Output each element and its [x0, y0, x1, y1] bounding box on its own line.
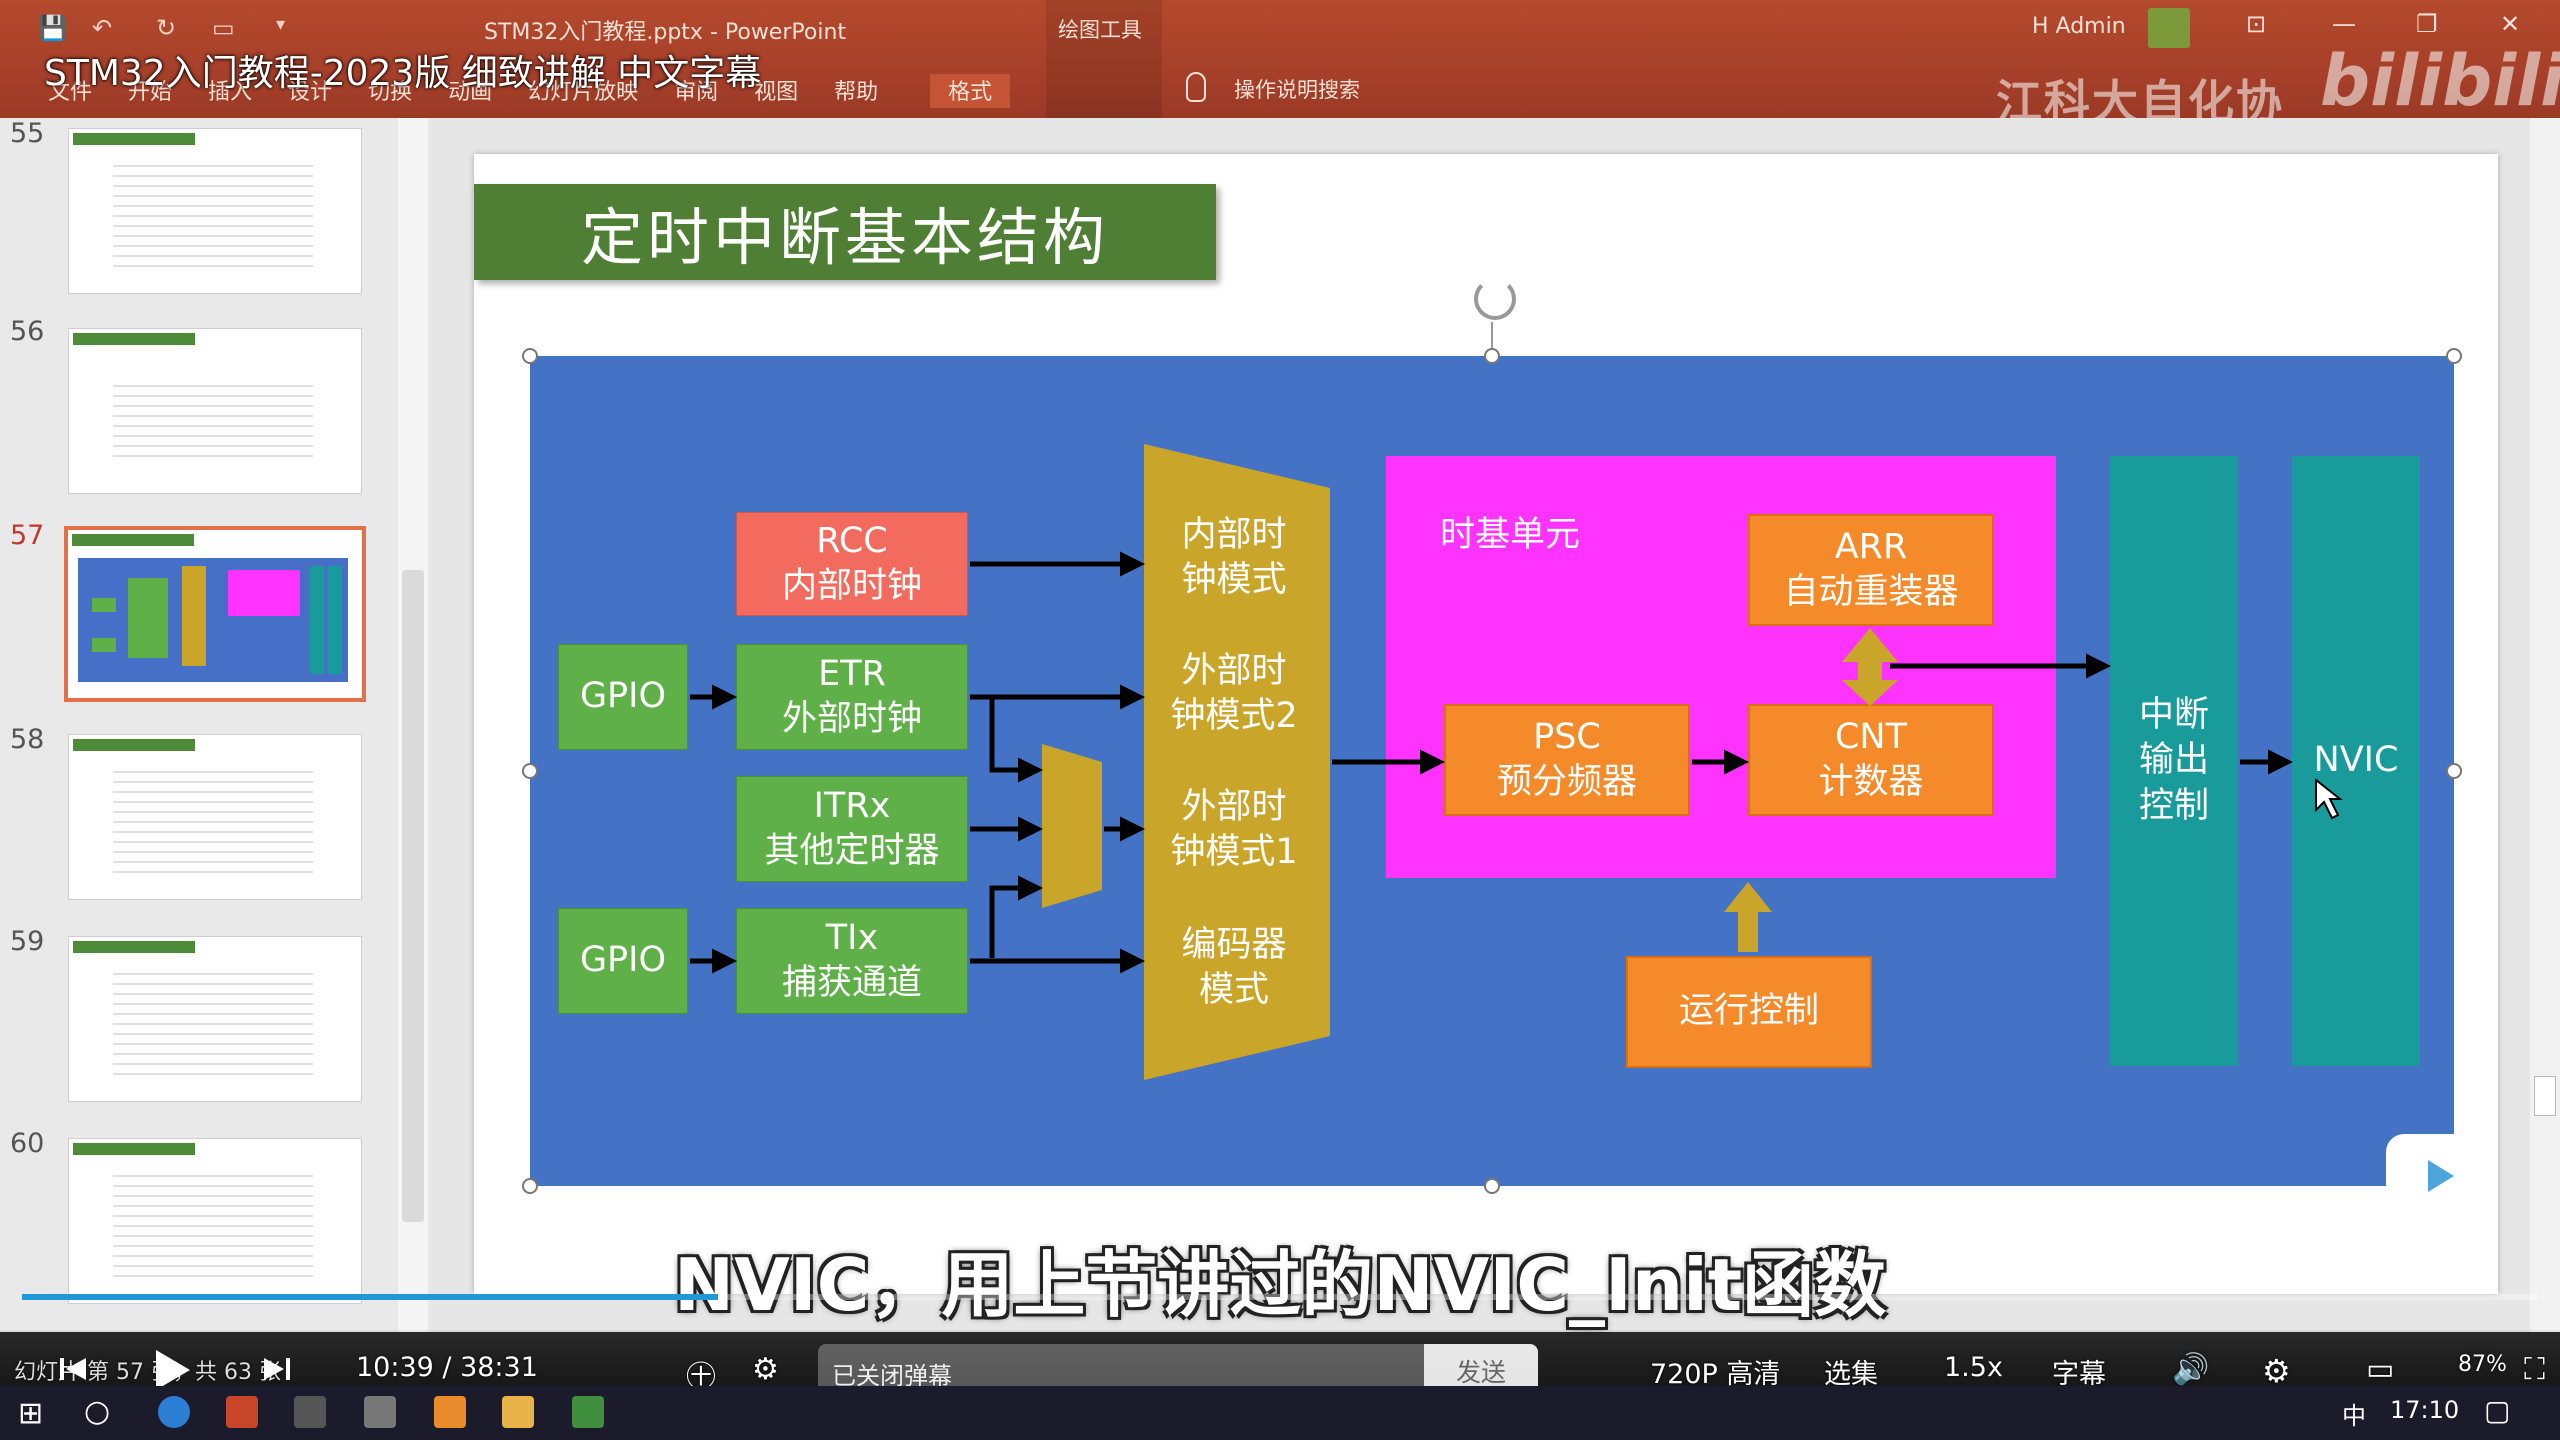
gpio-block-1: GPIO	[558, 644, 688, 750]
bilibili-tv-icon[interactable]	[2386, 1134, 2488, 1218]
file-explorer-icon[interactable]	[502, 1396, 534, 1428]
photos-app-icon[interactable]	[364, 1396, 396, 1428]
internal-clock-mode-label: 内部时 钟模式	[1144, 508, 1324, 608]
ribbon-display-icon[interactable]: ⊡	[2246, 10, 2266, 38]
next-icon[interactable]	[262, 1354, 292, 1384]
edge-browser-icon[interactable]	[158, 1396, 190, 1428]
slide-thumbnail[interactable]	[68, 734, 362, 900]
slide-title[interactable]: 定时中断基本结构	[474, 184, 1216, 280]
keil-ide-icon[interactable]	[572, 1396, 604, 1428]
thumbnail-scrollbar[interactable]	[398, 118, 428, 1332]
encoder-mode-label: 编码器 模式	[1144, 918, 1324, 1018]
camera-app-icon[interactable]	[294, 1396, 326, 1428]
drawing-tools-context: 绘图工具	[1046, 0, 1162, 118]
nvic-block: NVIC	[2292, 456, 2420, 1066]
thumb-number: 55	[10, 118, 44, 149]
input-method-indicator[interactable]: 中	[2342, 1396, 2366, 1431]
slide-status: 幻灯片 第 57 张，共 63 张	[14, 1354, 281, 1386]
cnt-counter-block: CNT 计数器	[1748, 704, 1994, 816]
gear-icon[interactable]: ⚙	[2262, 1352, 2291, 1390]
redo-icon[interactable]: ↻	[156, 14, 176, 42]
resize-handle[interactable]	[522, 763, 538, 779]
playback-time: 10:39 / 38:31	[356, 1352, 538, 1383]
tab-format[interactable]: 格式	[930, 74, 1010, 108]
restore-icon[interactable]: ❐	[2416, 10, 2438, 38]
taskbar-clock[interactable]: 17:10	[2390, 1396, 2459, 1424]
minimize-icon[interactable]: —	[2332, 10, 2356, 38]
itrx-other-timer-block: ITRx 其他定时器	[736, 776, 968, 882]
fullscreen-icon[interactable]: ⛶	[2524, 1352, 2545, 1387]
video-title: STM32入门教程-2023版 细致讲解 中文字幕	[44, 44, 761, 96]
rcc-internal-clock-block: RCC 内部时钟	[736, 512, 968, 616]
drawing-tools-label: 绘图工具	[1058, 14, 1142, 44]
resize-handle[interactable]	[2446, 763, 2462, 779]
resize-handle[interactable]	[2446, 348, 2462, 364]
avatar[interactable]	[2148, 8, 2190, 48]
slide-scrollbar[interactable]	[2530, 118, 2560, 1332]
thumb-number: 60	[10, 1128, 44, 1159]
interrupt-output-control-block: 中断 输出 控制	[2110, 456, 2238, 1066]
resize-handle[interactable]	[522, 348, 538, 364]
save-icon[interactable]: 💾	[38, 14, 68, 42]
etr-external-clock-block: ETR 外部时钟	[736, 644, 968, 750]
video-subtitle: NVIC，用上节讲过的NVIC_Init函数	[0, 1226, 2560, 1331]
present-icon[interactable]: ▭	[212, 14, 235, 42]
slide-thumbnail-active[interactable]	[64, 526, 366, 702]
run-control-block: 运行控制	[1626, 956, 1872, 1068]
powerpoint-icon[interactable]	[226, 1396, 258, 1428]
bilibili-logo: bilibili	[2320, 40, 2560, 122]
zoom-level: 87%	[2458, 1352, 2507, 1377]
speed-selector[interactable]: 1.5x	[1944, 1352, 2003, 1383]
tab-help[interactable]: 帮助	[816, 74, 896, 108]
rotate-handle-icon[interactable]	[1474, 278, 1516, 320]
slide-thumbnail[interactable]	[68, 328, 362, 494]
slide-thumbnail-pane: 55 56 57 58 59 60	[0, 118, 430, 1332]
slide-thumbnail[interactable]	[68, 128, 362, 294]
resize-handle[interactable]	[522, 1178, 538, 1194]
danmaku-settings-icon[interactable]: ⚙	[752, 1352, 779, 1387]
play-icon[interactable]	[156, 1350, 190, 1390]
external-clock-mode1-label: 外部时 钟模式1	[1144, 780, 1324, 880]
search-icon[interactable]: ○	[84, 1394, 110, 1429]
tell-me-search[interactable]: 操作说明搜索	[1234, 74, 1360, 104]
user-name[interactable]: H Admin	[2032, 14, 2126, 39]
widescreen-icon[interactable]: ▭	[2366, 1352, 2394, 1387]
undo-icon[interactable]: ↶	[92, 14, 112, 42]
resize-handle[interactable]	[1484, 1178, 1500, 1194]
video-progress-fill	[22, 1294, 718, 1300]
thumb-number: 57	[10, 520, 44, 551]
slide-thumbnail[interactable]	[68, 936, 362, 1102]
previous-icon[interactable]	[58, 1354, 88, 1384]
tix-capture-channel-block: TIx 捕获通道	[736, 908, 968, 1014]
arr-auto-reload-block: ARR 自动重装器	[1748, 514, 1994, 626]
thumb-number: 59	[10, 926, 44, 957]
timebase-label: 时基单元	[1440, 506, 1580, 557]
notification-icon[interactable]: ▢	[2484, 1394, 2510, 1427]
windows-start-icon[interactable]: ⊞	[18, 1396, 43, 1431]
close-icon[interactable]: ✕	[2500, 10, 2520, 38]
gpio-block-2: GPIO	[558, 908, 688, 1014]
thumb-number: 58	[10, 724, 44, 755]
thumb-number: 56	[10, 316, 44, 347]
psc-prescaler-block: PSC 预分频器	[1444, 704, 1690, 816]
resize-handle[interactable]	[1484, 348, 1500, 364]
lightbulb-icon[interactable]	[1186, 72, 1206, 102]
volume-icon[interactable]: 🔊	[2172, 1352, 2209, 1387]
customize-qat-icon[interactable]: ▾	[276, 14, 285, 35]
external-clock-mode2-label: 外部时 钟模式2	[1144, 644, 1324, 744]
app-icon[interactable]	[434, 1396, 466, 1428]
document-title: STM32入门教程.pptx - PowerPoint	[484, 14, 846, 46]
